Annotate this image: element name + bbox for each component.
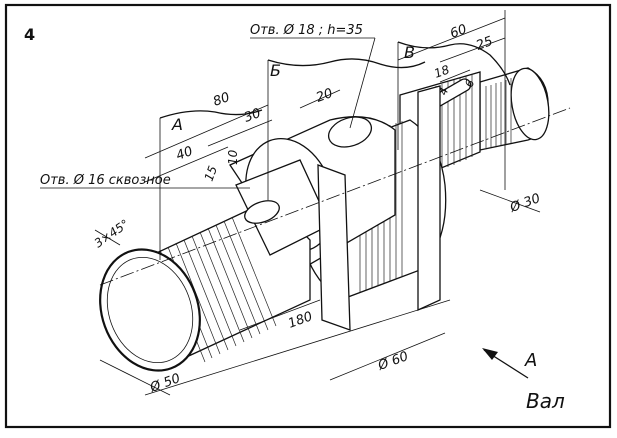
drawing-title: Вал (526, 389, 565, 413)
shaft-end-small (479, 67, 550, 151)
dim-80: 80 (211, 90, 232, 110)
dim-180: 180 (286, 309, 314, 332)
section-label-a: А (171, 115, 183, 134)
section-plane-b (317, 164, 351, 331)
dim-15: 15 (202, 164, 220, 183)
dim-40: 40 (174, 144, 195, 164)
through-hole (244, 200, 280, 224)
dim-4: 4 (437, 86, 452, 97)
dim-6: 6 (463, 78, 478, 89)
view-arrow (482, 348, 529, 379)
section-label-c: В (404, 43, 415, 62)
cut-line-b (267, 58, 426, 69)
dim-30: 30 (242, 106, 263, 126)
dim-20: 20 (314, 86, 335, 106)
note-blind-hole: Отв. Ø 18 ; h=35 (250, 23, 363, 38)
note-through-hole: Отв. Ø 16 сквозное (40, 173, 171, 188)
view-arrow-label: А (524, 350, 537, 371)
drawing-frame (4, 3, 612, 429)
dimension-lines (40, 10, 541, 396)
section-label-b: Б (270, 61, 281, 80)
dim-dia-30: Ø 30 (507, 191, 542, 216)
shaft-axis (99, 107, 571, 286)
shaft-end-face (99, 248, 201, 372)
blind-hole (327, 116, 373, 148)
dim-60-top: 60 (448, 22, 469, 42)
dim-18: 18 (432, 62, 451, 81)
dim-dia-60: Ø 60 (375, 349, 410, 374)
cut-line-c (397, 41, 511, 86)
dim-25: 25 (474, 34, 495, 54)
section-plane-c (417, 85, 441, 312)
dim-10: 10 (226, 149, 240, 165)
dim-chamfer: 3×45° (92, 217, 132, 251)
drawing-number: 4 (24, 25, 35, 44)
